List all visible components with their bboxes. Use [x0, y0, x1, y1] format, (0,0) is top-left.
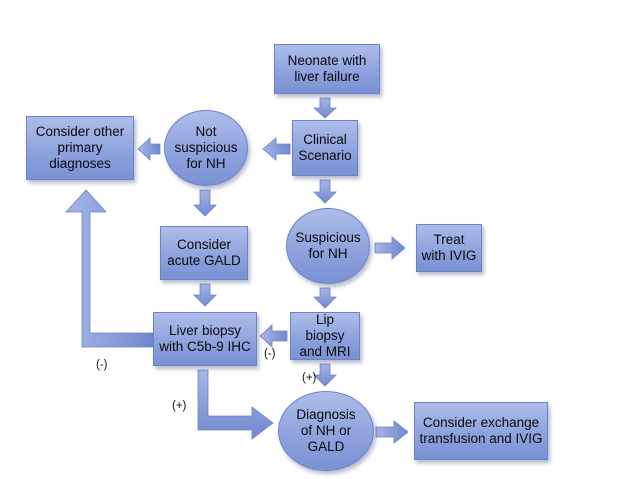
- node-diagnosis-nh-gald: Diagnosis of NH or GALD: [278, 391, 374, 471]
- node-not-suspicious-nh: Not suspicious for NH: [164, 110, 248, 186]
- arrow-suspicious-to-treat: [374, 236, 406, 260]
- node-suspicious-nh: Suspicious for NH: [286, 208, 370, 284]
- arrow-notsuspicious-to-gald: [193, 189, 217, 217]
- edge-label-lip-negative: (-): [264, 348, 276, 360]
- edge-label-liver-negative: (-): [96, 359, 108, 371]
- node-consider-acute-gald: Consider acute GALD: [160, 226, 248, 280]
- edge-label-liver-positive: (+): [172, 400, 187, 412]
- arrow-lipbiopsy-to-diagnosis: [313, 363, 337, 387]
- arrow-notsuspicious-to-other: [137, 137, 161, 161]
- node-lip-biopsy-mri: Lip biopsy and MRI: [290, 312, 360, 360]
- arrow-clinical-to-notsuspicious: [262, 137, 291, 161]
- node-consider-other-diagnoses: Consider other primary diagnoses: [26, 116, 134, 180]
- arrow-lip-to-liverbiopsy: [259, 324, 288, 348]
- arrow-liverbiopsy-to-other: [65, 189, 154, 348]
- node-consider-exchange-transfusion: Consider exchange transfusion and IVIG: [414, 402, 548, 460]
- node-clinical-scenario: Clinical Scenario: [292, 120, 358, 176]
- node-treat-ivig: Treat with IVIG: [416, 224, 482, 272]
- node-neonate-liver-failure: Neonate with liver failure: [274, 44, 380, 94]
- arrow-diagnosis-to-exchange: [375, 420, 409, 444]
- arrow-liverbiopsy-to-diagnosis: [197, 369, 274, 440]
- arrow-suspicious-to-lipbiopsy: [313, 287, 337, 309]
- arrow-neonate-to-clinical: [312, 97, 338, 119]
- node-liver-biopsy: Liver biopsy with C5b-9 IHC: [153, 312, 257, 366]
- edge-label-lip-positive: (+): [302, 372, 317, 384]
- arrow-gald-to-liverbiopsy: [193, 283, 217, 307]
- arrow-clinical-to-suspicious: [313, 179, 337, 204]
